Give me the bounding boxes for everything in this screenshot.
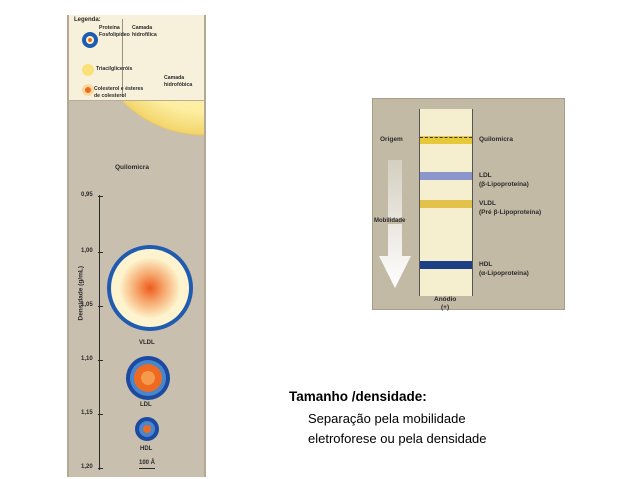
- triglyceride-legend-icon: [82, 64, 94, 76]
- vldl-label: VLDL: [139, 340, 155, 346]
- tick-mark: [98, 252, 103, 253]
- ldl-band-label: LDL: [479, 172, 492, 179]
- legend-camada-hidrofobica-2: hidrofóbica: [164, 82, 193, 88]
- anodio-label: Anódio: [434, 296, 457, 303]
- tick-mark: [98, 468, 103, 469]
- tick-label: 0,95: [81, 192, 93, 198]
- legend-camada-hidrofilica-2: hidrofílica: [132, 32, 157, 38]
- legend-camada-hidrofobica-1: Camada: [164, 75, 185, 81]
- legend-proteina: Proteína: [99, 25, 120, 31]
- tick-mark: [98, 306, 103, 307]
- caption-title: Tamanho /densidade:: [289, 389, 427, 404]
- tick-mark: [98, 196, 103, 197]
- ldl-band-sublabel: (β-Lipoproteína): [479, 181, 529, 188]
- ldl-label: LDL: [140, 402, 152, 408]
- vldl-band-sublabel: (Pré β-Lipoproteína): [479, 209, 542, 216]
- ldl-band: [420, 172, 472, 180]
- tick-mark: [98, 360, 103, 361]
- tick-label: 1,00: [81, 248, 93, 254]
- legend-divider: [122, 19, 123, 97]
- legend-title: Legenda:: [74, 17, 101, 23]
- legend: [69, 15, 204, 101]
- vldl-band: [420, 200, 472, 208]
- hdl-band-sublabel: (α-Lipoproteína): [479, 270, 529, 277]
- phospholipid-legend-icon: [82, 32, 98, 48]
- anodio-sign: (+): [441, 304, 450, 311]
- mobilidade-label: Mobilidade: [374, 218, 406, 224]
- hdl-band-label: HDL: [479, 261, 493, 268]
- quilomicra-label: Quilomicra: [115, 164, 149, 171]
- origem-label: Origem: [380, 136, 403, 143]
- origin-line: [420, 137, 472, 138]
- legend-camada-hidrofilica-1: Camada: [132, 25, 153, 31]
- tick-mark: [98, 414, 103, 415]
- hdl-label: HDL: [140, 446, 153, 452]
- caption-line-1: Separação pela mobilidade: [308, 411, 466, 426]
- scale-bar: [139, 468, 155, 469]
- tick-label: 1,20: [81, 464, 93, 470]
- legend-colesterol-1: Colesterol e ésteres: [94, 86, 144, 92]
- quilomicra-band-label: Quilomicra: [479, 136, 513, 143]
- density-axis-line: [99, 195, 100, 470]
- tick-label: 1,10: [81, 356, 93, 362]
- tick-label: 1,15: [81, 410, 93, 416]
- legend-triacilgliceróis: Triacilgliceróis: [96, 66, 133, 72]
- quilomicra-band: [420, 136, 472, 144]
- legend-fosfolipideo: Fosfolipídeo: [99, 32, 130, 38]
- vldl-band-label: VLDL: [479, 200, 496, 207]
- hdl-band: [420, 261, 472, 269]
- caption-line-2: eletroforese ou pela densidade: [308, 431, 487, 446]
- legend-colesterol-2: de colesterol: [94, 93, 127, 99]
- mobility-arrow-icon: [379, 160, 411, 288]
- density-axis-label: Densidade (g/mL): [77, 265, 85, 321]
- tick-label: 1,05: [81, 302, 93, 308]
- scale-label: 100 Å: [139, 460, 156, 466]
- cholesterol-legend-icon: [82, 84, 94, 96]
